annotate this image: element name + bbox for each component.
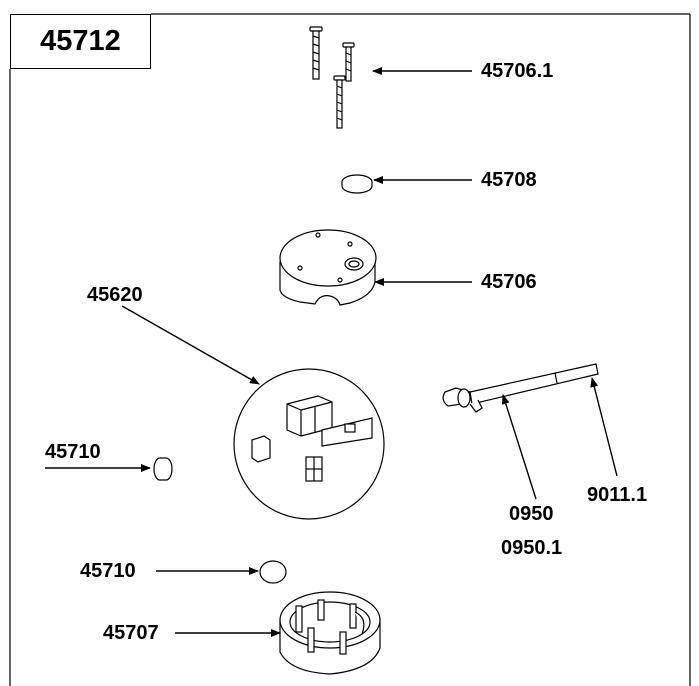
- label-button-left: 45710: [45, 441, 101, 463]
- page-border: [9, 13, 691, 686]
- cover-part: [279, 229, 377, 306]
- screws-part: [309, 26, 355, 129]
- label-rod-b: 0950.1: [501, 537, 563, 559]
- button-lower-part: [259, 560, 287, 584]
- label-rod-tip: 9011.1: [587, 484, 648, 506]
- button-left-part: [153, 457, 173, 481]
- label-base: 45707: [103, 622, 159, 644]
- label-cap: 45708: [481, 169, 537, 191]
- base-part: [279, 591, 381, 675]
- label-screws: 45706.1: [481, 60, 554, 82]
- label-cover: 45706: [481, 271, 537, 293]
- leader-arrows: [45, 67, 618, 637]
- label-button-lower: 45710: [80, 560, 136, 582]
- label-rod-a: 0950: [509, 503, 554, 525]
- cap-part: [341, 174, 373, 194]
- rod-part: [442, 363, 599, 413]
- board-part: [233, 368, 385, 520]
- diagram-title: 45712: [10, 14, 151, 69]
- label-board: 45620: [87, 284, 143, 306]
